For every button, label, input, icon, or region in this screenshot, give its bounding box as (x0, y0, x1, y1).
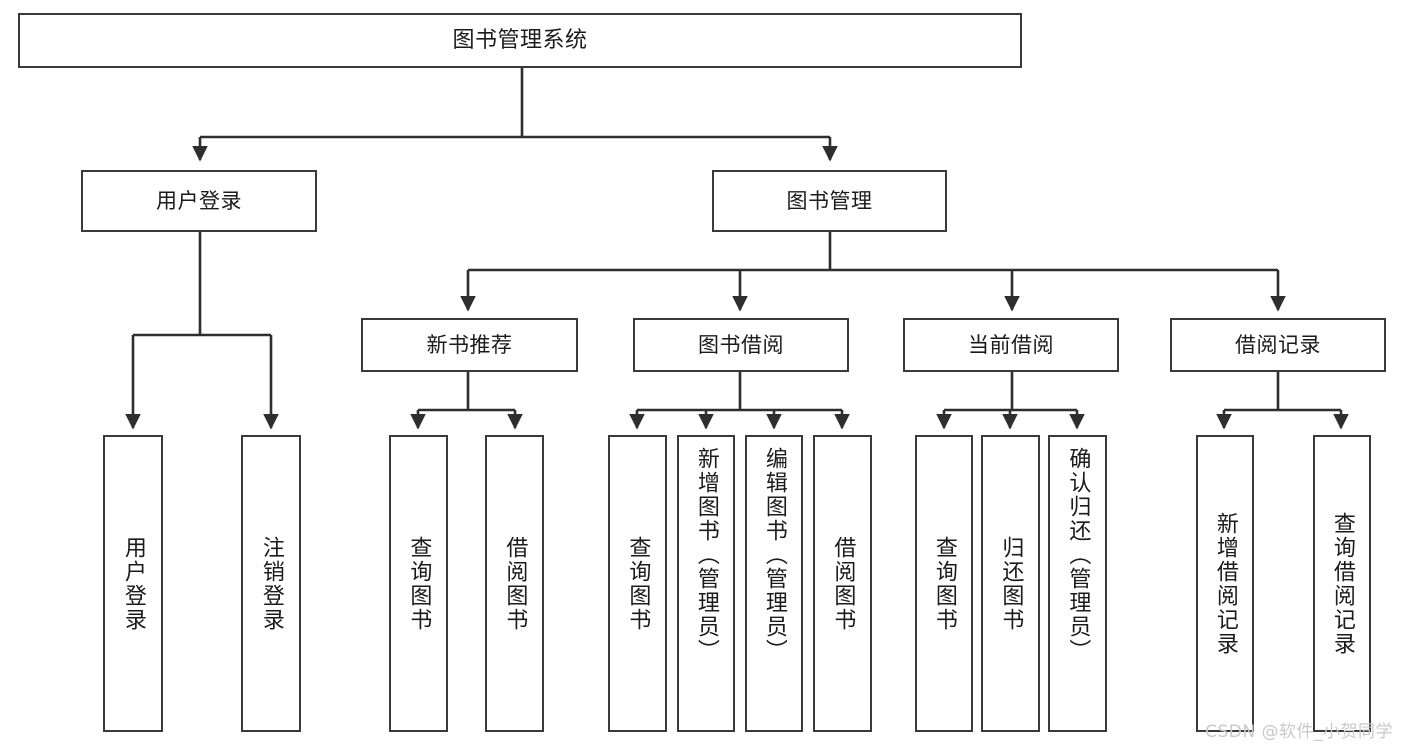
node-leaf-return-book[interactable]: 归还图书 (981, 435, 1040, 732)
node-label: 查询图书 (406, 535, 432, 632)
node-root-book-management-system[interactable]: 图书管理系统 (18, 13, 1022, 68)
watermark: CSDN @软件_小贺同学 (1205, 722, 1393, 742)
node-leaf-edit-book[interactable]: 编辑图书（管理员） (745, 435, 803, 732)
node-current-borrow[interactable]: 当前借阅 (903, 318, 1119, 372)
node-label: 查询借阅记录 (1329, 511, 1355, 656)
node-borrow-record[interactable]: 借阅记录 (1170, 318, 1386, 372)
node-label: 查询图书 (625, 535, 651, 632)
node-leaf-logout-login[interactable]: 注销登录 (241, 435, 301, 732)
node-label: 借阅图书 (830, 535, 856, 632)
node-new-book-recommend[interactable]: 新书推荐 (361, 318, 578, 372)
node-leaf-query-book-3[interactable]: 查询图书 (915, 435, 973, 732)
node-label: 确认归还（管理员） (1065, 447, 1091, 663)
node-label: 新书推荐 (426, 332, 513, 357)
node-label: 借阅图书 (502, 535, 528, 632)
node-leaf-query-record[interactable]: 查询借阅记录 (1313, 435, 1371, 732)
node-book-borrow[interactable]: 图书借阅 (633, 318, 849, 372)
node-label: 新增图书（管理员） (693, 447, 719, 663)
node-label: 用户登录 (156, 188, 242, 213)
node-label: 新增借阅记录 (1212, 511, 1238, 656)
node-label: 图书管理 (786, 188, 873, 213)
node-user-login[interactable]: 用户登录 (81, 170, 317, 232)
node-leaf-add-book[interactable]: 新增图书（管理员） (677, 435, 735, 732)
node-leaf-query-book-1[interactable]: 查询图书 (389, 435, 448, 732)
node-leaf-query-book-2[interactable]: 查询图书 (608, 435, 667, 732)
node-label: 用户登录 (120, 535, 146, 632)
node-book-manage[interactable]: 图书管理 (712, 170, 947, 232)
node-label: 编辑图书（管理员） (761, 447, 787, 663)
node-label: 图书管理系统 (452, 27, 588, 53)
node-label: 注销登录 (258, 535, 284, 632)
node-label: 当前借阅 (968, 332, 1054, 357)
node-label: 图书借阅 (698, 332, 784, 357)
node-label: 查询图书 (931, 535, 957, 632)
node-label: 归还图书 (998, 535, 1024, 632)
node-leaf-borrow-book-1[interactable]: 借阅图书 (485, 435, 544, 732)
node-leaf-add-record[interactable]: 新增借阅记录 (1196, 435, 1254, 732)
node-leaf-borrow-book-2[interactable]: 借阅图书 (813, 435, 872, 732)
node-label: 借阅记录 (1235, 332, 1321, 357)
node-leaf-confirm-return[interactable]: 确认归还（管理员） (1048, 435, 1107, 732)
node-leaf-user-login[interactable]: 用户登录 (103, 435, 163, 732)
